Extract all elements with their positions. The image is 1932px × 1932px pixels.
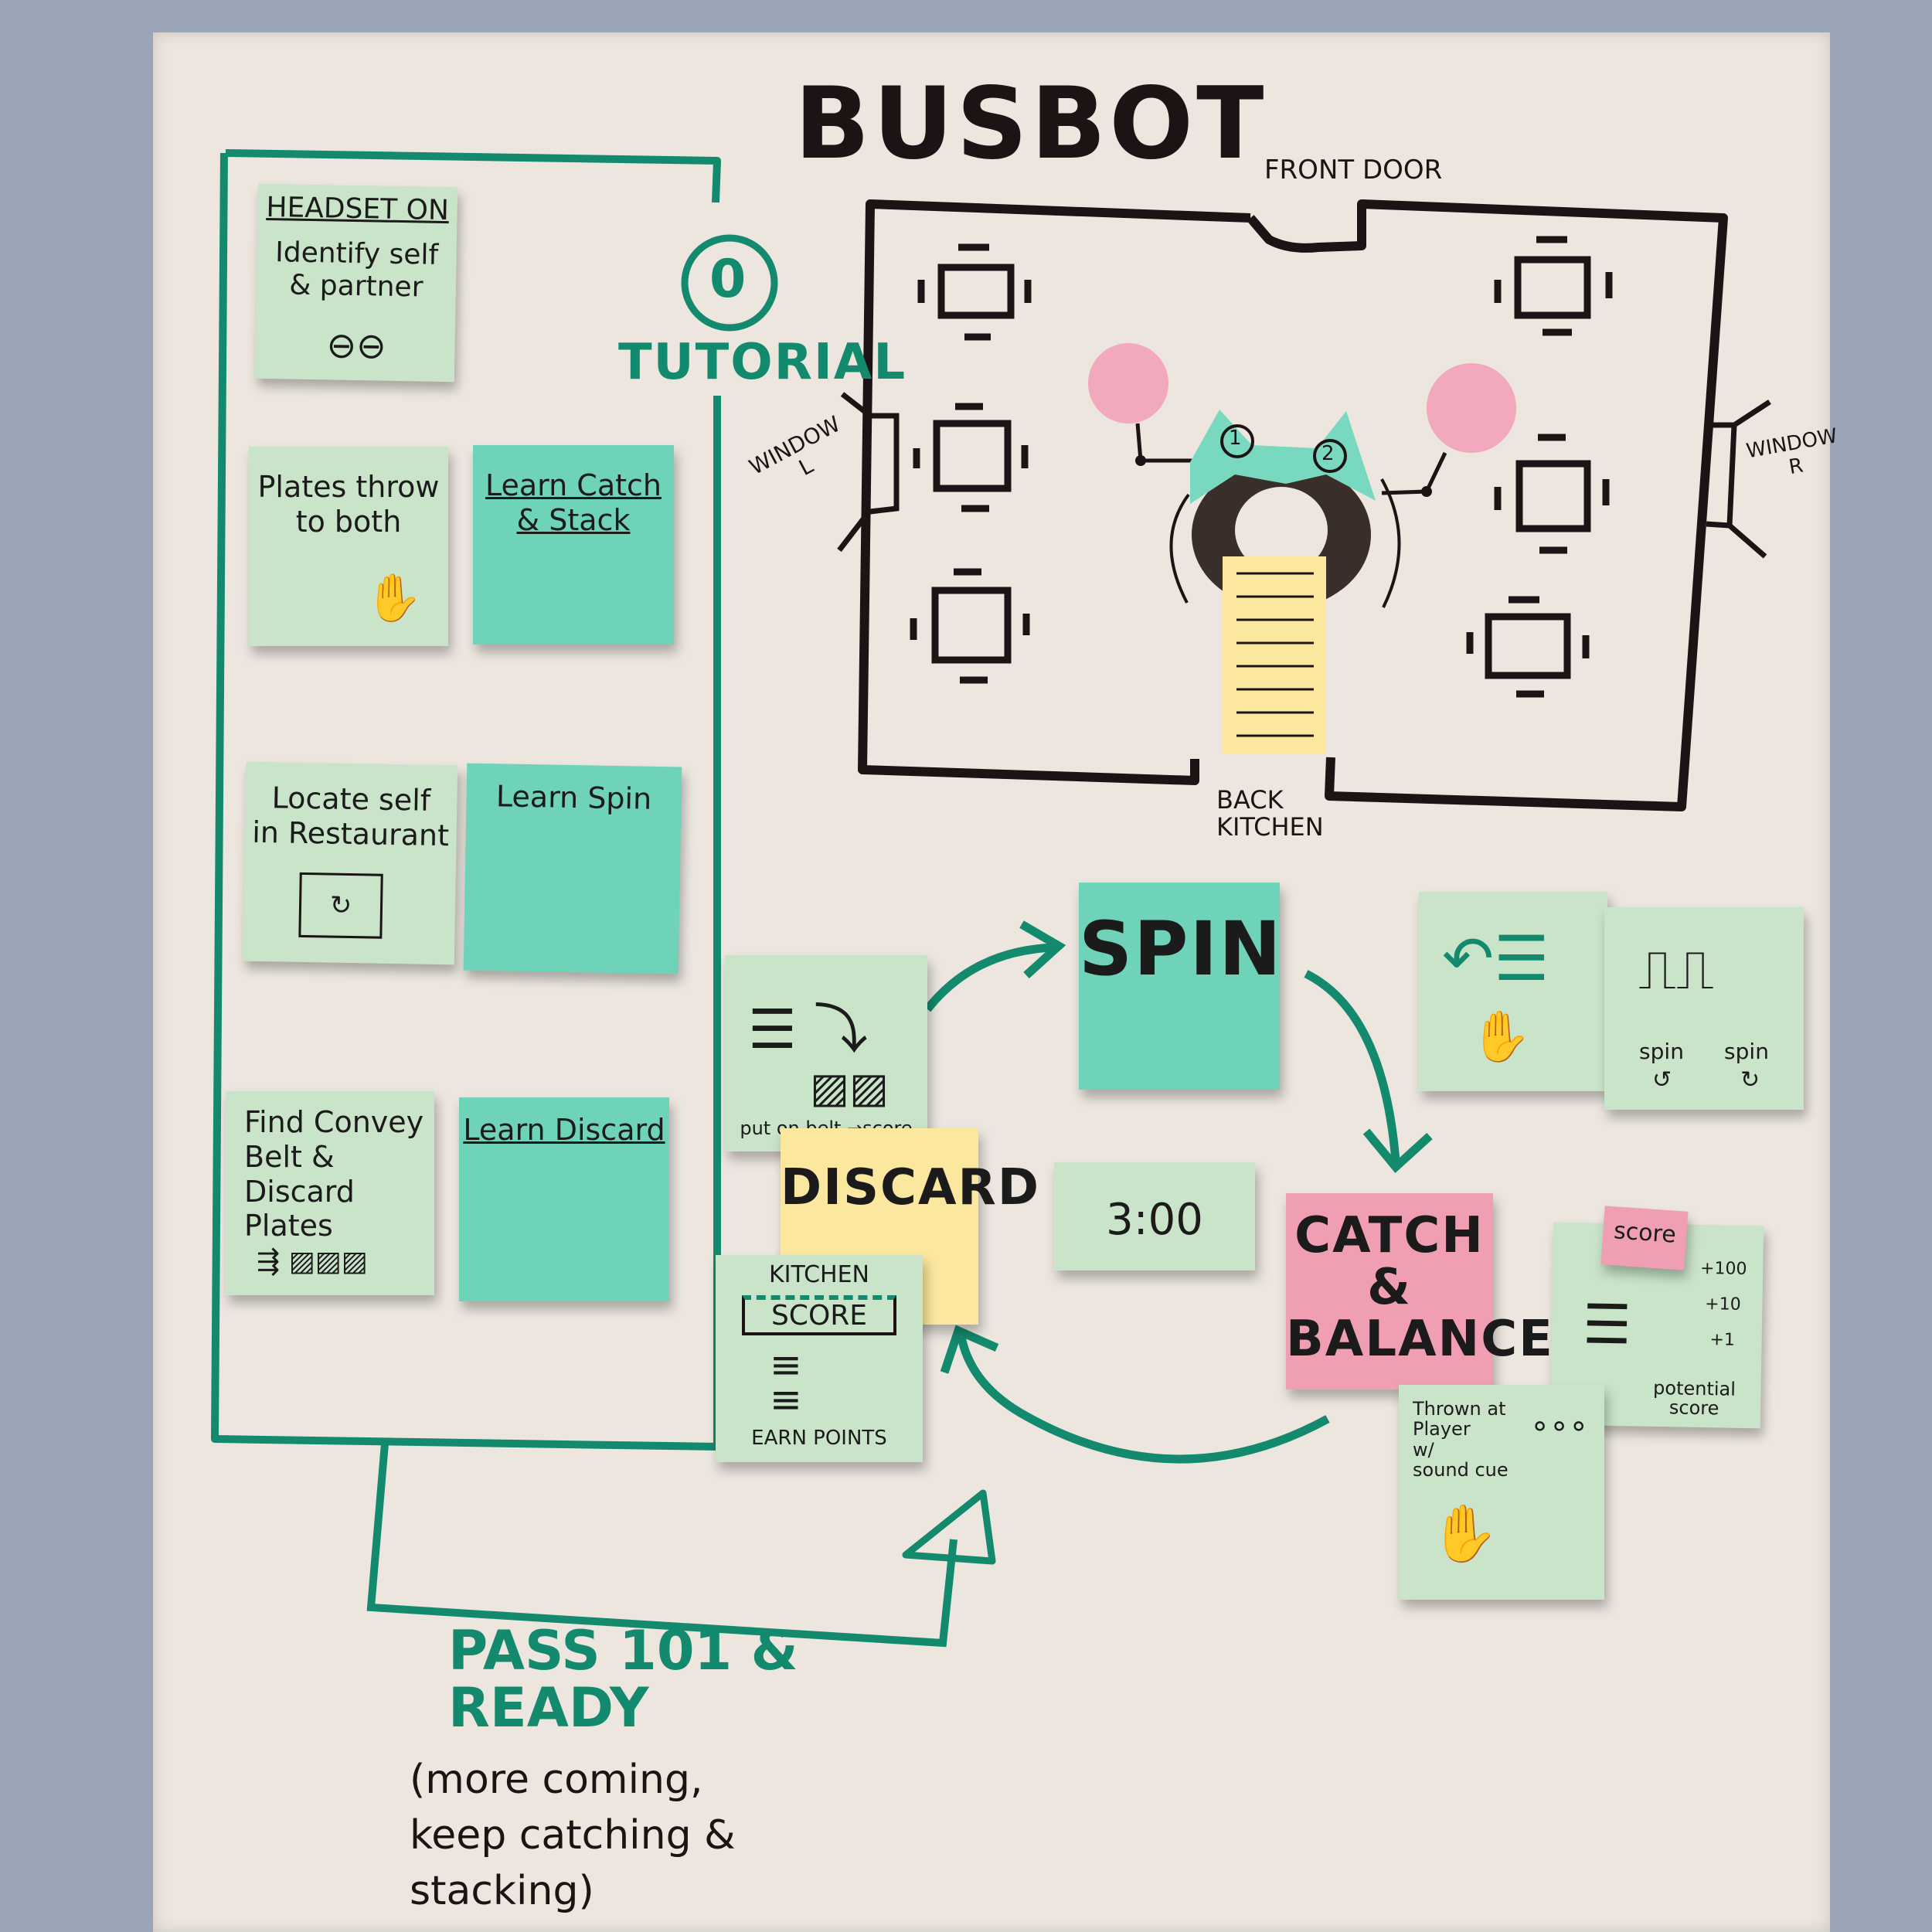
note-spin-controllers: ⎍⎍ spin spin ↺ ↻ [1604,907,1804,1110]
player-1-label: 1 [1229,427,1242,450]
players-note [1190,410,1376,504]
arrow-to-discard [957,1335,1330,1464]
arrow-to-spin [923,943,1055,1012]
spinning-stack-icon: ↶☰ [1442,923,1549,995]
conveyor-belt-note [1223,556,1326,754]
earn-points-label: EARN POINTS [751,1427,887,1450]
hand-catch-icon: ✋ [365,571,423,625]
note-thrown-at-player: Thrown at Player w/ sound cue ∘∘∘ ✋ [1399,1385,1604,1600]
note-score-tab: score [1600,1206,1689,1270]
headset-icon: ⊖⊖ [326,324,387,367]
note-kitchen-score: KITCHEN SCORE ≡≡ EARN POINTS [716,1255,923,1462]
rotate-left-icon: ↺ [1652,1066,1672,1094]
note-spin-sketch: ↶☰ ✋ [1419,892,1607,1091]
controllers-icon: ⎍⎍ [1638,938,1714,1002]
kitchen-label: KITCHEN [769,1261,869,1288]
spin-left-label: spin [1639,1039,1684,1064]
note-learn-spin: Learn Spin [463,763,682,975]
score-value-100: +100 [1699,1258,1747,1280]
potential-score-label: potential score [1652,1376,1736,1420]
window-left [837,392,900,553]
note-learn-discard-body: Learn Discard [463,1113,665,1147]
note-find-belt: Find Convey Belt & Discard Plates ⇶ ▨▨▨ [226,1091,434,1295]
note-timer: 3:00 [1054,1162,1255,1270]
incoming-plates-icon: ∘∘∘ [1530,1408,1589,1444]
belt-lines-icon: ≡≡ [770,1342,802,1422]
thrown-at-label: Thrown at Player w/ sound cue [1413,1398,1509,1481]
score-value-10: +10 [1705,1294,1741,1315]
player-2-label: 2 [1321,442,1335,465]
discard-plates-icon: ⇶ ▨▨▨ [257,1246,368,1277]
hand-stack-icon: ☰ [1582,1292,1632,1357]
rotate-right-icon: ↻ [1740,1066,1760,1094]
spin-label: SPIN [1079,906,1283,992]
tables [910,236,1613,698]
note-find-belt-body: Find Convey Belt & Discard Plates [244,1105,424,1243]
location-map-icon: ↻ [298,872,383,939]
tutorial-step-number: 0 [709,249,747,310]
note-plates-body: Plates throw to both [257,470,440,539]
pass-label: PASS 101 & READY [448,1619,798,1740]
step-zero-circle [681,234,778,332]
tutorial-frame [211,149,721,1451]
score-box-label: SCORE [742,1295,896,1336]
pass-arrow-head [902,1489,996,1565]
floorplan-walls [858,199,1728,811]
spin-right-label: spin [1724,1039,1769,1064]
score-value-1: +1 [1709,1330,1736,1350]
note-learn-catch: Learn Catch & Stack [473,445,674,645]
player-marker-left [1088,343,1168,423]
pass-arrow-line [366,1443,957,1648]
conveyor-icon: ▨▨ [810,1063,889,1112]
note-headset-heading: HEADSET ON [266,191,450,227]
note-headset-body: Identify self & partner [274,236,439,304]
note-plates-throw: Plates throw to both ✋ [249,447,448,646]
hand-catch-plate-icon: ✋ [1430,1501,1499,1566]
note-headset-on: HEADSET ON Identify self & partner ⊖⊖ [254,183,458,383]
back-kitchen-label: BACK KITCHEN [1216,785,1324,842]
note-learn-catch-body: Learn Catch & Stack [485,468,662,537]
tutorial-label: TUTORIAL [618,334,907,391]
board-title: BUSBOT [794,66,1267,182]
front-door-label: FRONT DOOR [1264,155,1443,185]
score-tab-label: score [1613,1217,1677,1249]
note-catch-balance: CATCH & BALANCE [1286,1193,1554,1389]
player-marker-right [1427,363,1516,453]
discard-label: DISCARD [781,1159,1040,1216]
pass-note: (more coming, keep catching & stacking) [410,1757,736,1914]
note-learn-discard: Learn Discard [459,1097,669,1301]
note-locate-self: Locate self in Restaurant ↻ [242,761,458,965]
catch-balance-label: CATCH & BALANCE [1286,1207,1554,1369]
window-right [1706,400,1771,559]
note-spin: SPIN [1079,883,1283,1090]
timer-label: 3:00 [1106,1195,1203,1245]
note-locate-body: Locate self in Restaurant [251,781,450,853]
note-learn-spin-body: Learn Spin [495,779,652,816]
hand-hold-icon: ✋ [1470,1009,1532,1066]
note-put-on-belt: ☰ ⤵ ▨▨ put on belt →score [725,955,927,1151]
arrow-to-catch [1304,970,1400,1162]
plate-stack-icon: ☰ ⤵ [748,998,869,1061]
